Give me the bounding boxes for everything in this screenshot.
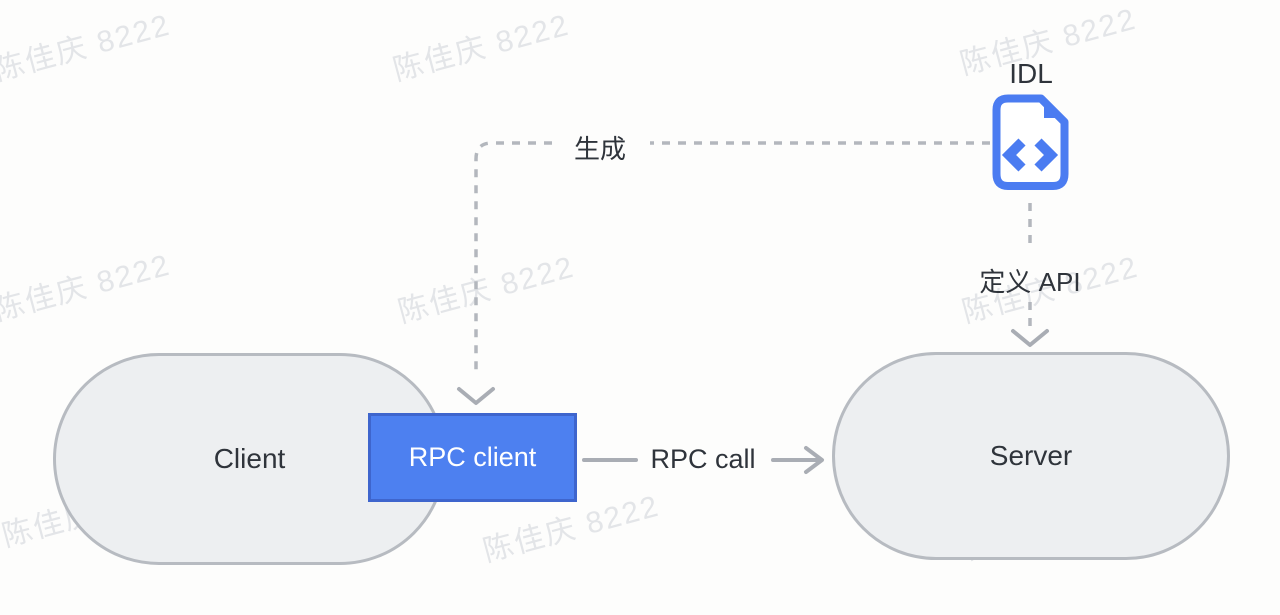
server-node-label: Server: [989, 440, 1073, 471]
watermark: 陈佳庆 8222: [0, 248, 175, 328]
rpc-client-node-label: RPC client: [408, 442, 537, 472]
idl-label: IDL: [1009, 58, 1053, 89]
rpc-call-edge-label: RPC call: [650, 444, 756, 474]
define-api-edge-label: 定义 API: [979, 267, 1081, 297]
watermark: 陈佳庆 8222: [389, 8, 574, 88]
generate-arrowhead-icon: [457, 387, 495, 405]
rpc-client-node: RPC client: [368, 413, 577, 502]
watermark: 陈佳庆 8222: [0, 8, 175, 88]
server-node: Server: [832, 352, 1230, 560]
watermark: 陈佳庆 8222: [394, 250, 579, 330]
define-api-arrowhead-icon: [1011, 329, 1049, 347]
generate-edge-line: [474, 141, 552, 376]
file-code-icon: [992, 94, 1069, 190]
generate-edge-label: 生成: [573, 134, 626, 164]
client-node-label: Client: [213, 443, 286, 474]
rpc-call-arrowhead-icon: [804, 446, 824, 474]
